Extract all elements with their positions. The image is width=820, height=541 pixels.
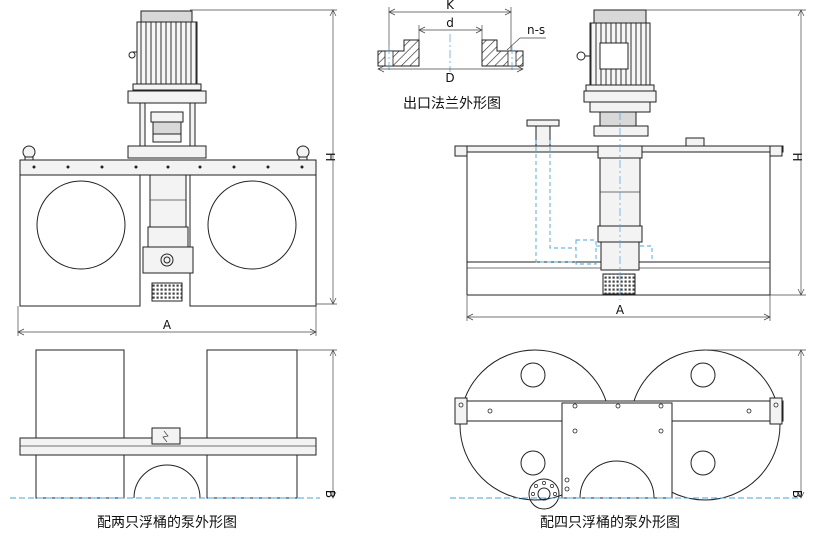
dimension-k-label: K — [446, 0, 455, 12]
four-float-end-view — [450, 349, 806, 510]
dimension-b-label-1: B — [323, 490, 337, 498]
bolt-holes-label: n-s — [527, 23, 545, 37]
dimension-a-label-2: A — [616, 303, 625, 317]
dimension-h-label-1: H — [323, 152, 337, 161]
two-float-side-view — [10, 349, 337, 499]
dimension-a-label-1: A — [163, 318, 172, 332]
dimension-d-label: d — [446, 16, 454, 30]
dimension-h-label-2: H — [790, 152, 804, 161]
dimension-big-d-label: D — [445, 71, 454, 85]
two-float-front-view — [17, 9, 337, 336]
four-float-caption: 配四只浮桶的泵外形图 — [540, 515, 680, 531]
outlet-flange-detail — [377, 7, 546, 73]
four-float-side-view — [454, 9, 806, 321]
flange-caption: 出口法兰外形图 — [403, 96, 501, 112]
dimension-b-label-2: B — [790, 490, 804, 498]
two-float-caption: 配两只浮桶的泵外形图 — [97, 515, 237, 531]
